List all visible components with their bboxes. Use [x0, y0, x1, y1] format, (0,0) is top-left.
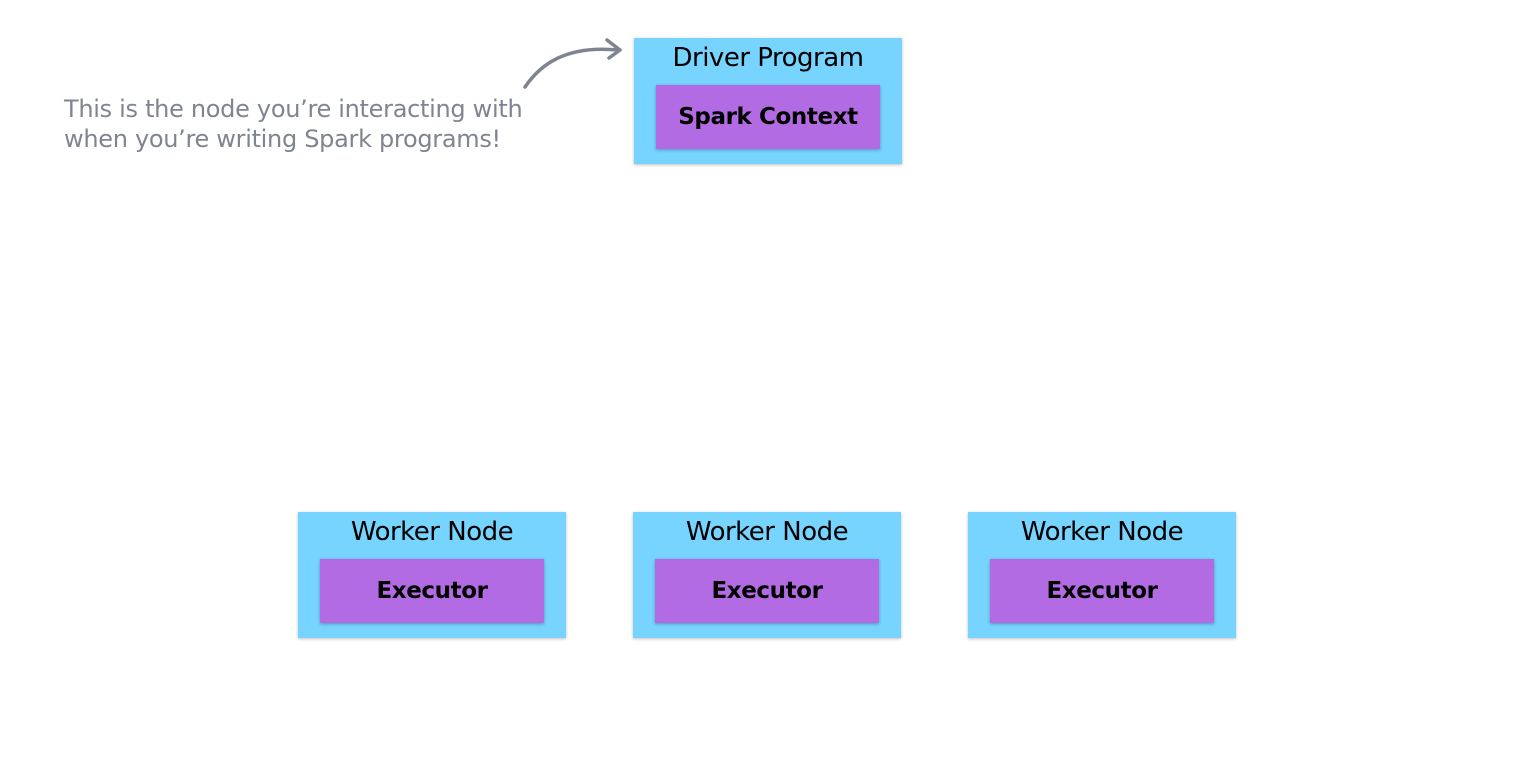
executor-box: Executor: [655, 559, 879, 623]
driver-program-title: Driver Program: [672, 43, 864, 73]
annotation-line-1: This is the node you’re interacting with: [64, 95, 523, 123]
annotation-note: This is the node you’re interacting with…: [64, 94, 523, 154]
worker-node-3: Worker Node Executor: [968, 512, 1236, 638]
driver-program-node: Driver Program Spark Context: [634, 38, 902, 164]
worker-node-2: Worker Node Executor: [633, 512, 901, 638]
annotation-line-2: when you’re writing Spark programs!: [64, 125, 501, 153]
annotation-arrow: [523, 38, 622, 89]
executor-box: Executor: [320, 559, 544, 623]
worker-node-title: Worker Node: [350, 517, 514, 547]
worker-node-title: Worker Node: [685, 517, 849, 547]
worker-node-title: Worker Node: [1020, 517, 1184, 547]
spark-context-box: Spark Context: [656, 85, 880, 149]
worker-node-1: Worker Node Executor: [298, 512, 566, 638]
executor-box: Executor: [990, 559, 1214, 623]
